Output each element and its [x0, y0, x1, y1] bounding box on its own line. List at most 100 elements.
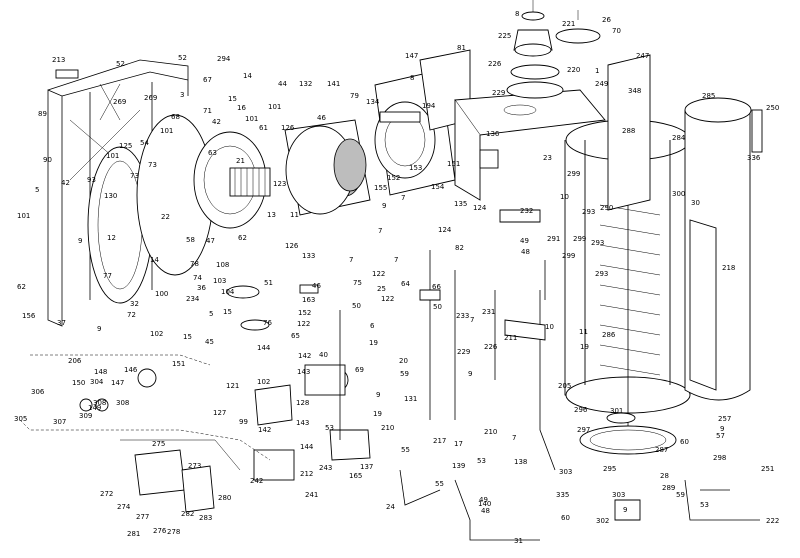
- callout-299: 299: [567, 170, 580, 178]
- callout-276: 276: [153, 527, 167, 535]
- callout-221: 221: [562, 20, 575, 28]
- callout-307: 307: [53, 418, 66, 426]
- callout-152: 152: [387, 174, 400, 182]
- callout-144: 144: [257, 344, 271, 352]
- boiler-frame: [47, 59, 189, 327]
- callout-150: 150: [72, 379, 85, 387]
- callout-52b: 52: [178, 54, 187, 62]
- callout-46: 46: [317, 114, 326, 122]
- callout-273: 273: [188, 462, 201, 470]
- callout-48b: 48: [481, 507, 490, 515]
- callout-305: 305: [14, 415, 27, 423]
- callout-11: 11: [290, 211, 299, 219]
- callout-128: 128: [296, 399, 309, 407]
- callout-62: 62: [238, 234, 247, 242]
- callout-31: 31: [514, 537, 523, 545]
- callout-23: 23: [543, 154, 552, 162]
- callout-6: 6: [370, 322, 375, 330]
- callout-285: 285: [702, 92, 715, 100]
- callout-65: 65: [291, 332, 300, 340]
- callout-143b: 143: [296, 419, 309, 427]
- callout-7d: 7: [394, 256, 398, 264]
- callout-24: 24: [386, 503, 395, 511]
- callout-13: 13: [267, 211, 276, 219]
- callout-59: 59: [400, 370, 409, 378]
- callout-30: 30: [691, 199, 700, 207]
- callout-47: 47: [206, 237, 215, 245]
- callout-297: 297: [577, 426, 590, 434]
- callout-49b: 49: [479, 496, 488, 504]
- callout-308b: 308: [116, 399, 129, 407]
- callout-12: 12: [107, 234, 116, 242]
- callout-142b: 142: [258, 426, 271, 434]
- callout-303b: 303: [612, 491, 625, 499]
- callout-7c: 7: [349, 256, 353, 264]
- callout-205: 205: [558, 382, 571, 390]
- callout-249: 249: [595, 80, 608, 88]
- group-lines: [19, 354, 271, 471]
- callout-26: 26: [602, 16, 611, 24]
- callout-301: 301: [610, 407, 623, 415]
- callout-136: 136: [486, 130, 500, 138]
- callout-46b: 46: [312, 282, 321, 290]
- callout-73b: 73: [130, 172, 139, 180]
- callout-233: 233: [456, 312, 469, 320]
- callout-63: 63: [208, 149, 217, 157]
- callout-152b: 152: [298, 309, 311, 317]
- callout-55b: 55: [435, 480, 444, 488]
- callout-232: 232: [520, 207, 533, 215]
- callout-147b: 147: [111, 379, 124, 387]
- callout-60b: 60: [561, 514, 570, 522]
- callout-302: 302: [596, 517, 609, 525]
- callout-303: 303: [559, 468, 572, 476]
- callout-220: 220: [567, 66, 580, 74]
- callout-298: 298: [713, 454, 726, 462]
- callout-19: 19: [369, 339, 378, 347]
- callout-102: 102: [150, 330, 163, 338]
- callout-269: 269: [113, 98, 126, 106]
- flue-collars: [506, 0, 601, 99]
- callout-289: 289: [662, 484, 675, 492]
- callout-300: 300: [672, 190, 685, 198]
- callout-211: 211: [504, 334, 517, 342]
- callout-78: 78: [190, 260, 199, 268]
- callout-156: 156: [22, 312, 36, 320]
- callout-61: 61: [259, 124, 268, 132]
- callout-10: 10: [560, 193, 569, 201]
- callout-32: 32: [130, 300, 139, 308]
- callout-71: 71: [203, 107, 212, 115]
- callout-69: 69: [355, 366, 364, 374]
- callout-74: 74: [193, 274, 202, 282]
- callout-36: 36: [197, 284, 206, 292]
- callout-226b: 226: [484, 343, 498, 351]
- pump-and-valves: [79, 209, 760, 541]
- callout-7: 7: [401, 194, 405, 202]
- callout-48: 48: [521, 248, 530, 256]
- callout-306: 306: [31, 388, 45, 396]
- callout-141: 141: [327, 80, 340, 88]
- callout-20: 20: [399, 357, 408, 365]
- callout-290: 290: [600, 204, 613, 212]
- callout-28: 28: [660, 472, 669, 480]
- callout-348: 348: [628, 87, 641, 95]
- callout-10b: 10: [545, 323, 554, 331]
- callout-163: 163: [302, 296, 315, 304]
- callout-140: 140: [478, 500, 491, 508]
- callout-101: 101: [268, 103, 281, 111]
- callout-135: 135: [454, 200, 467, 208]
- callout-44: 44: [278, 80, 287, 88]
- callout-217: 217: [433, 437, 446, 445]
- callout-275: 275: [152, 440, 165, 448]
- callout-5: 5: [35, 186, 39, 194]
- callout-15c: 15: [183, 333, 192, 341]
- callout-147: 147: [405, 52, 418, 60]
- callout-234: 234: [186, 295, 200, 303]
- callout-242: 242: [250, 477, 263, 485]
- callout-93: 93: [87, 176, 96, 184]
- callout-218: 218: [722, 264, 735, 272]
- callout-53c: 53: [700, 501, 709, 509]
- callout-9c: 9: [97, 325, 101, 333]
- callout-122b: 122: [381, 295, 394, 303]
- callout-126b: 126: [285, 242, 299, 250]
